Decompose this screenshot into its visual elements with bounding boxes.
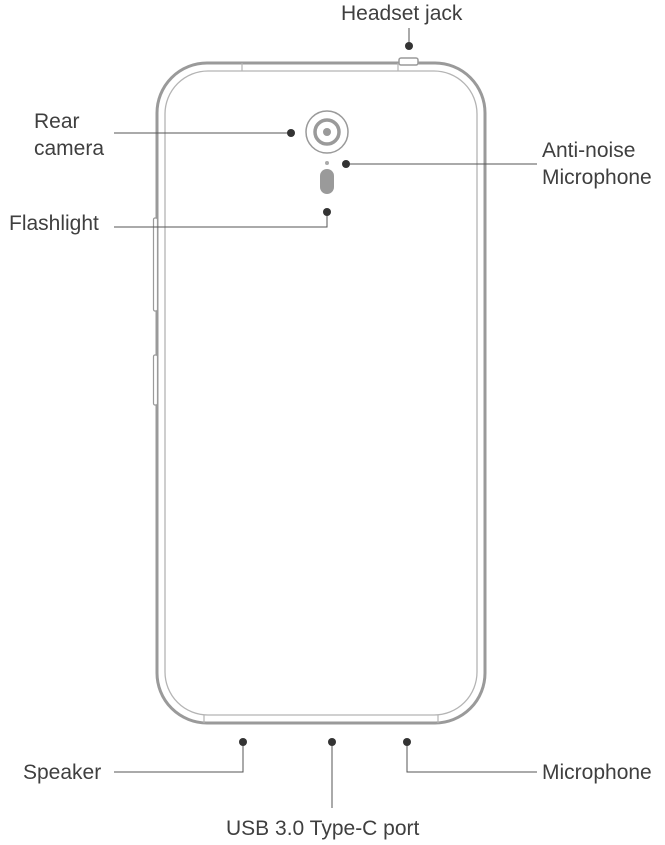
phone-body [152,57,487,725]
callout-dots [239,42,413,746]
power-button [152,354,159,406]
rear-camera-line-2: camera [34,137,105,160]
flashlight-lens [320,169,334,194]
headset-jack-label: Headset jack [341,0,462,27]
anti-noise-line-2: Microphone [542,166,652,189]
microphone-leader [406,742,537,773]
microphone-text: Microphone [542,761,652,784]
rear-camera-label: Rear camera [34,108,104,162]
camera-lens-center [323,128,331,136]
headset-jack-notch [398,57,419,66]
usb-port-label: USB 3.0 Type-C port [226,815,419,842]
flashlight-text: Flashlight [9,212,99,235]
callouts [114,28,537,808]
rear-camera-dot [287,129,295,137]
speaker-label: Speaker [23,759,101,786]
microphone-dot [403,738,411,746]
usb-port-text: USB 3.0 Type-C port [226,817,420,840]
anti-noise-dot [342,160,350,168]
flashlight-dot [323,208,331,216]
headset-jack-dot [405,42,413,50]
speaker-dot [239,738,247,746]
anti-noise-mic-hole [325,161,329,165]
rear-camera-line-1: Rear [34,110,80,133]
anti-noise-microphone-label: Anti-noise Microphone [542,137,652,191]
phone-outer-frame [155,61,487,725]
microphone-label: Microphone [542,759,652,786]
flashlight-label: Flashlight [9,210,99,237]
speaker-text: Speaker [23,761,102,784]
headset-jack-text: Headset jack [341,2,463,25]
volume-button [152,217,159,312]
anti-noise-line-1: Anti-noise [542,139,636,162]
speaker-leader [114,742,244,773]
flashlight-leader [114,212,328,228]
phone-inner-frame [164,70,478,716]
usb-port-dot [328,738,336,746]
